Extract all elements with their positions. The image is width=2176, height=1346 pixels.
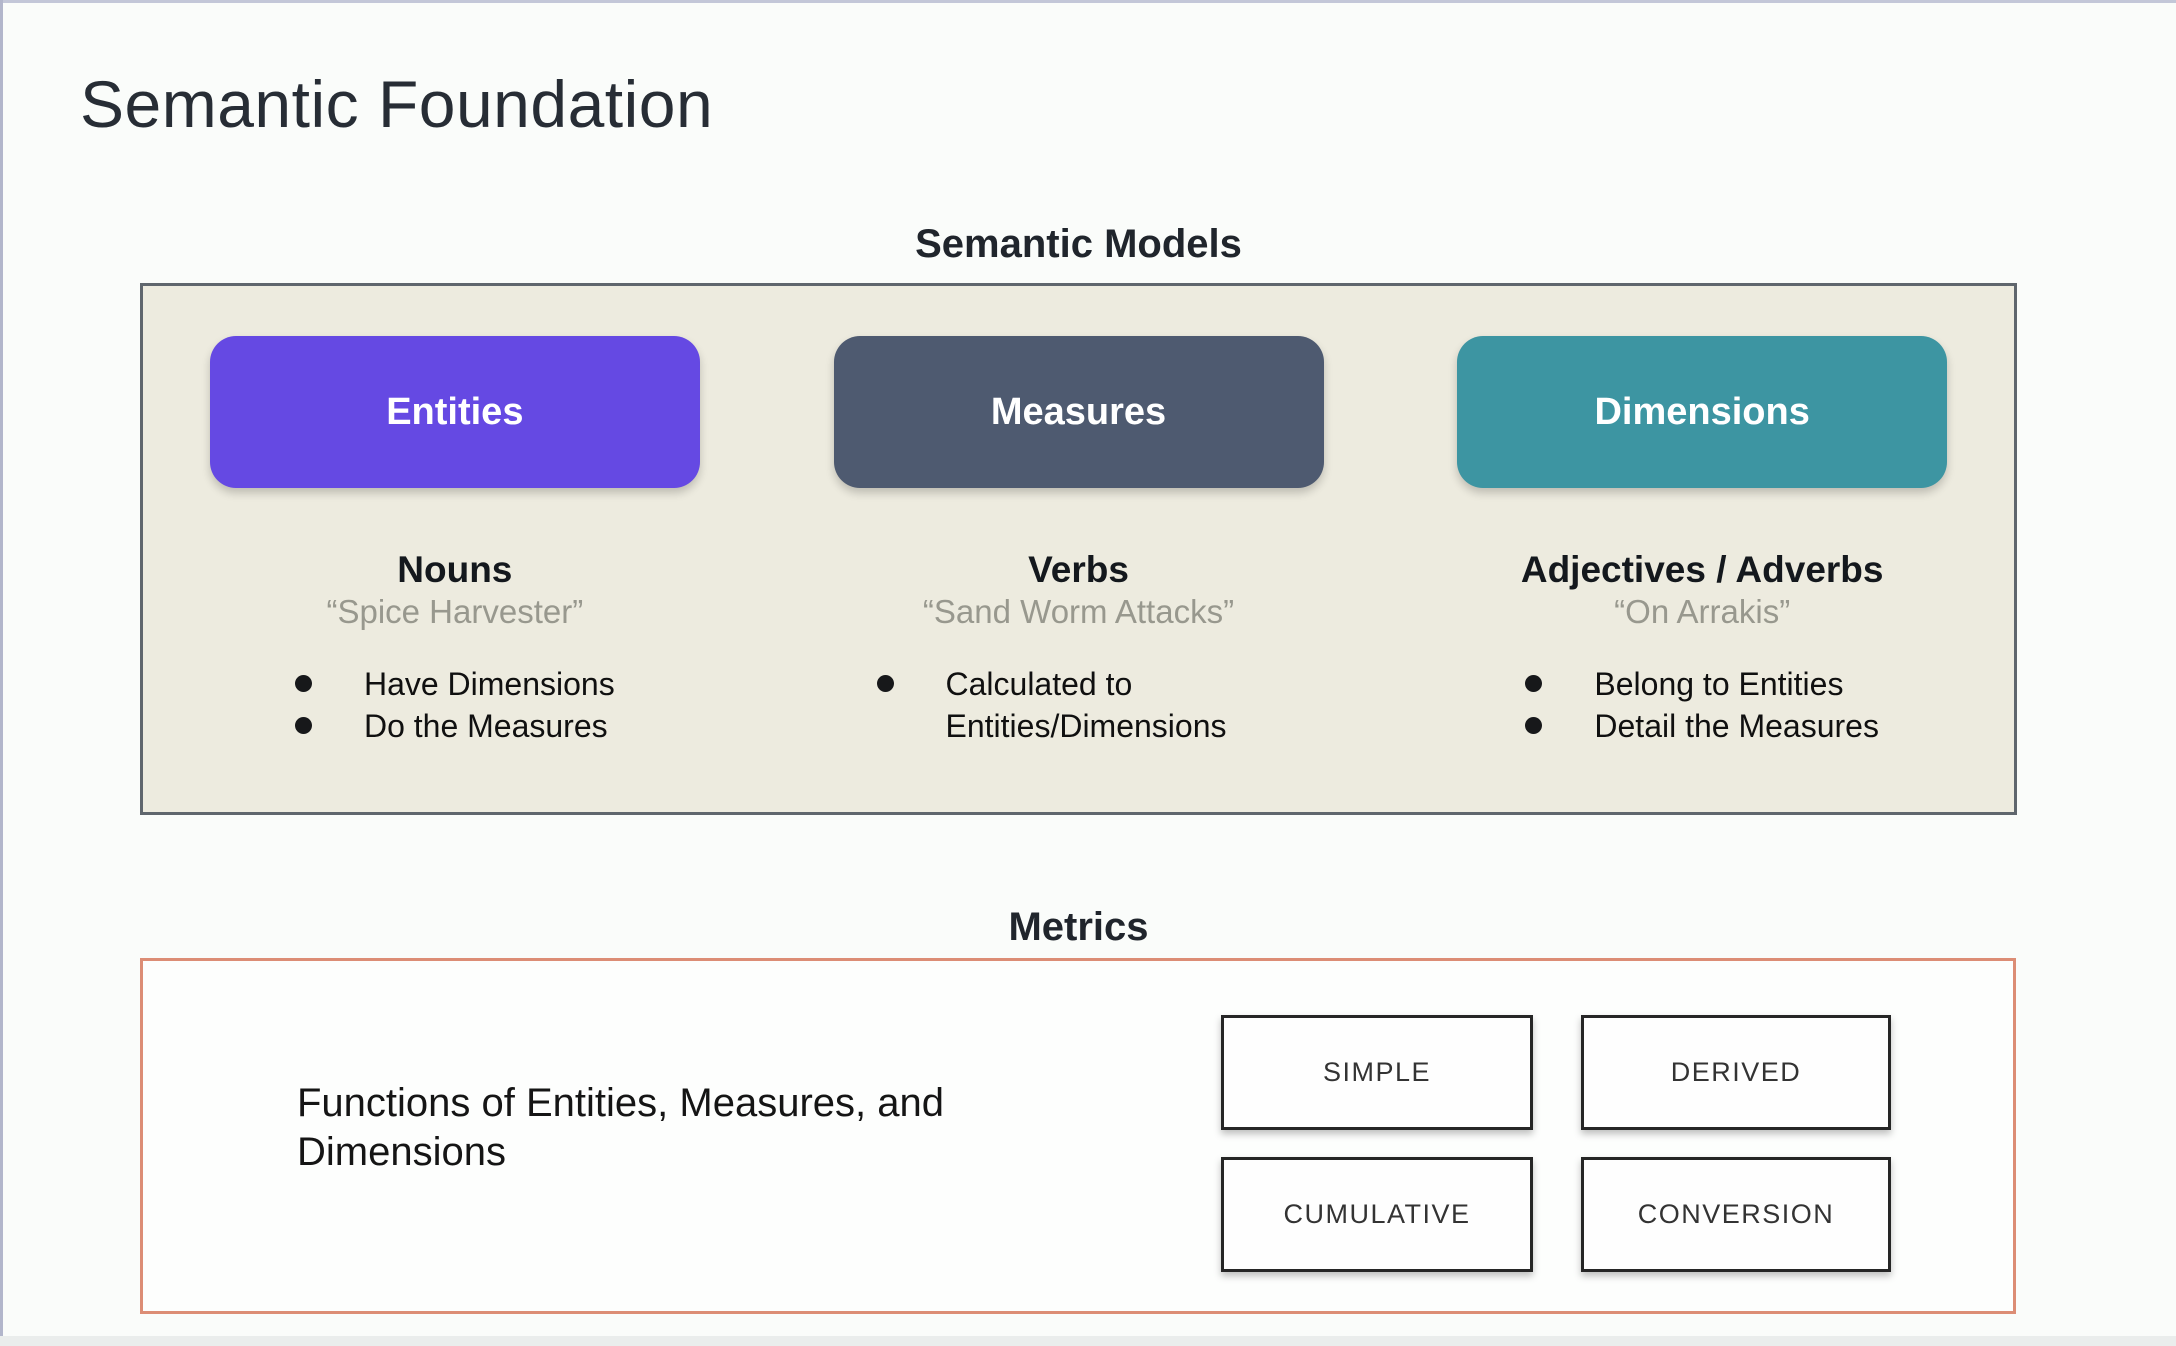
entities-heading: Nouns <box>397 549 513 590</box>
measures-pill: Measures <box>833 336 1324 488</box>
bullet-item: Detail the Measures <box>1525 706 1879 748</box>
dimensions-heading: Adjectives / Adverbs <box>1520 549 1884 590</box>
bullet-dot-icon <box>294 716 312 734</box>
metric-type-grid: SIMPLE DERIVED CUMULATIVE CONVERSION <box>1221 1015 1891 1272</box>
bullet-text: Detail the Measures <box>1594 707 1879 744</box>
bottom-band <box>0 1336 2176 1346</box>
metrics-panel: Functions of Entities, Measures, and Dim… <box>140 958 2016 1314</box>
bullet-dot-icon <box>294 674 312 692</box>
metrics-label: Metrics <box>1008 905 1149 949</box>
entities-bullet-list: Have Dimensions Do the Measures <box>294 664 615 748</box>
slide-title: Semantic Foundation <box>80 67 714 141</box>
bullet-dot-icon <box>876 674 894 692</box>
measures-quote: “Sand Worm Attacks” <box>922 592 1235 630</box>
bullet-dot-icon <box>1525 674 1543 692</box>
model-column-dimensions: Dimensions Adjectives / Adverbs “On Arra… <box>1390 286 2014 812</box>
metric-type-box-simple: SIMPLE <box>1221 1015 1533 1130</box>
bullet-text: Calculated to Entities/Dimensions <box>945 665 1227 744</box>
metric-type-label: CONVERSION <box>1637 1199 1835 1229</box>
entities-quote: “Spice Harvester” <box>326 592 584 630</box>
bullet-dot-icon <box>1525 716 1543 734</box>
window-edge-top <box>0 0 2176 3</box>
bullet-item: Do the Measures <box>294 706 615 748</box>
bullet-item: Belong to Entities <box>1525 664 1879 706</box>
metric-type-label: CUMULATIVE <box>1283 1199 1471 1229</box>
model-column-entities: Entities Nouns “Spice Harvester” Have Di… <box>143 286 767 812</box>
measures-pill-label: Measures <box>990 390 1167 433</box>
semantic-models-panel: Entities Nouns “Spice Harvester” Have Di… <box>140 283 2017 815</box>
entities-pill-label: Entities <box>386 390 524 433</box>
metric-type-label: DERIVED <box>1670 1057 1802 1087</box>
bullet-item: Have Dimensions <box>294 664 615 706</box>
metric-type-box-cumulative: CUMULATIVE <box>1221 1157 1533 1272</box>
bullet-text: Do the Measures <box>363 707 608 744</box>
entities-pill: Entities <box>209 336 700 488</box>
dimensions-pill-label: Dimensions <box>1594 390 1810 433</box>
bullet-text: Belong to Entities <box>1594 665 1844 702</box>
window-edge-left <box>0 0 3 1346</box>
semantic-models-label: Semantic Models <box>915 222 1242 266</box>
bullet-item: Calculated to Entities/Dimensions <box>876 664 1281 747</box>
metric-type-label: SIMPLE <box>1322 1057 1432 1087</box>
bullet-text: Have Dimensions <box>363 665 615 702</box>
dimensions-pill: Dimensions <box>1457 336 1948 488</box>
measures-bullet-list: Calculated to Entities/Dimensions <box>876 664 1281 747</box>
metric-type-box-conversion: CONVERSION <box>1581 1157 1891 1272</box>
dimensions-quote: “On Arrakis” <box>1614 592 1791 630</box>
metrics-description: Functions of Entities, Measures, and Dim… <box>297 1081 944 1174</box>
dimensions-bullet-list: Belong to Entities Detail the Measures <box>1525 664 1879 747</box>
metric-type-box-derived: DERIVED <box>1581 1015 1891 1130</box>
measures-heading: Verbs <box>1028 549 1129 590</box>
model-column-measures: Measures Verbs “Sand Worm Attacks” Calcu… <box>767 286 1391 812</box>
